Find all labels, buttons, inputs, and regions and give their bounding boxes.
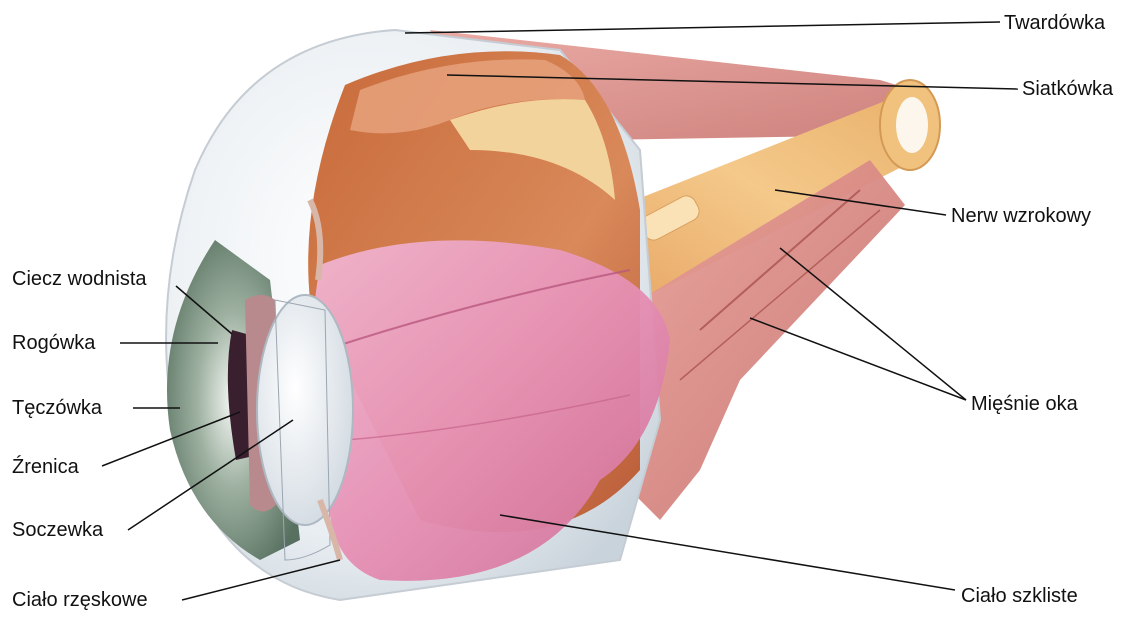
label-retina: Siatkówka: [1022, 77, 1113, 101]
label-cornea: Rogówka: [12, 331, 95, 355]
label-ciliary-body: Ciało rzęskowe: [12, 588, 148, 612]
label-aqueous-humor: Ciecz wodnista: [12, 267, 147, 291]
label-optic-nerve: Nerw wzrokowy: [951, 204, 1091, 228]
label-eye-muscles: Mięśnie oka: [971, 392, 1078, 416]
pointer-sclera: [405, 22, 1000, 33]
label-pupil: Źrenica: [12, 455, 79, 479]
label-iris: Tęczówka: [12, 396, 102, 420]
label-vitreous-body: Ciało szkliste: [961, 584, 1078, 608]
pointer-eye-muscles-2: [750, 318, 966, 400]
pointer-eye-muscles-1: [780, 248, 966, 400]
label-lens: Soczewka: [12, 518, 103, 542]
lens-shape: [257, 295, 353, 525]
label-sclera: Twardówka: [1004, 11, 1105, 35]
